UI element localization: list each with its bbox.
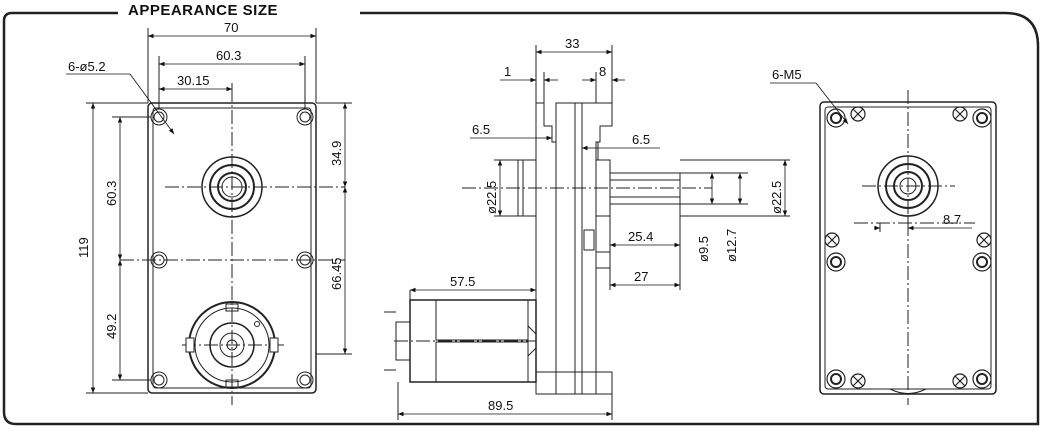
- front-dim-total-width: 70: [224, 20, 238, 35]
- front-hole-callout: 6-ø5.2: [68, 59, 106, 74]
- side-dim-left-boss-dia: ø22.5: [484, 181, 499, 214]
- back-view: [819, 90, 997, 405]
- front-dim-upper-holes: 60.3: [104, 181, 119, 206]
- front-dim-shaft-to-bottom: 66.45: [329, 257, 344, 290]
- front-dim-total-height: 119: [76, 237, 91, 258]
- side-dim-motor-len: 57.5: [450, 274, 475, 289]
- back-thread-callout: 6-M5: [772, 67, 802, 82]
- side-dim-right-step: 6.5: [632, 132, 650, 147]
- outer-frame: [2, 11, 1040, 426]
- side-dim-right-boss-dia: ø22.5: [769, 181, 784, 214]
- side-view: [384, 45, 790, 420]
- side-dim-overall-len: 89.5: [488, 398, 513, 413]
- side-dim-shaft-dia: ø9.5: [696, 236, 711, 262]
- side-dim-depth: 33: [565, 36, 579, 51]
- front-dim-hole-spacing: 60.3: [216, 48, 241, 63]
- front-dim-center-offset: 30.15: [177, 73, 210, 88]
- side-dim-flange: 1: [504, 64, 511, 79]
- side-dim-shaft-outer-dia: ø12.7: [724, 229, 739, 262]
- section-title: APPEARANCE SIZE: [118, 2, 289, 19]
- front-view: [86, 28, 352, 405]
- front-dimensions: [66, 33, 348, 393]
- side-dim-shaft-len: 25.4: [628, 229, 653, 244]
- side-dimensions: [398, 49, 788, 417]
- side-dim-boss: 8: [599, 64, 606, 79]
- back-dim-offset: 8.7: [943, 212, 961, 227]
- back-dimensions: [770, 82, 972, 231]
- front-dim-lower-holes: 49.2: [104, 314, 119, 339]
- side-dim-shaft-total: 27: [634, 269, 648, 284]
- side-dim-left-step: 6.5: [472, 122, 490, 137]
- front-dim-top-to-shaft: 34.9: [329, 141, 344, 166]
